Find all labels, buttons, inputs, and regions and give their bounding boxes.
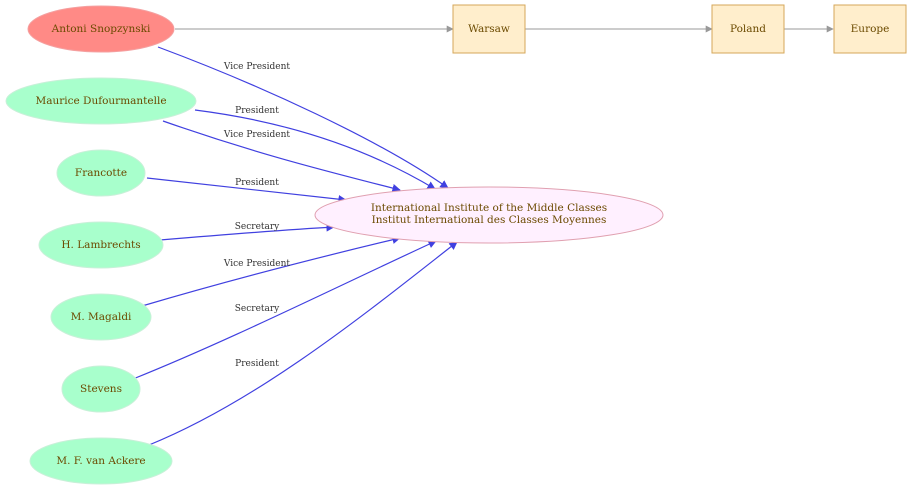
edge-magaldi-institute [141,235,401,307]
node-label-francotte: Francotte [75,167,127,179]
node-magaldi[interactable]: M. Magaldi [50,293,152,341]
node-francotte[interactable]: Francotte [56,149,146,197]
edge-maurice-institute-president [194,109,436,190]
edge-label-francotte: President [235,178,279,188]
node-label-antoni: Antoni Snopzynski [51,23,151,35]
node-antoni[interactable]: Antoni Snopzynski [27,5,175,53]
node-institute[interactable]: International Institute of the Middle Cl… [314,186,664,244]
node-poland[interactable]: Poland [711,4,785,54]
node-label-europe: Europe [851,23,890,35]
node-stevens[interactable]: Stevens [61,365,141,413]
role-edges [132,46,458,446]
node-label-poland: Poland [730,23,766,35]
edge-maurice-institute-vicepresident [162,120,401,193]
edge-label-antoni: Vice President [223,62,291,72]
node-label-institute-line2: Institut International des Classes Moyen… [372,214,607,226]
edge-label-stevens: Secretary [235,304,280,314]
edge-label-lambrechts: Secretary [235,222,280,232]
node-label-vanackere: M. F. van Ackere [56,455,145,467]
node-label-institute-line1: International Institute of the Middle Cl… [371,202,607,214]
node-label-maurice: Maurice Dufourmantelle [35,95,166,107]
node-label-magaldi: M. Magaldi [71,311,132,323]
edge-label-maurice-vicepresident: Vice President [223,130,291,140]
edge-lambrechts-institute [159,223,335,241]
node-lambrechts[interactable]: H. Lambrechts [38,221,164,269]
edge-stevens-institute [132,240,437,380]
node-vanackere[interactable]: M. F. van Ackere [29,437,173,485]
node-label-lambrechts: H. Lambrechts [61,239,140,251]
edge-labels: Vice President President Vice President … [223,62,291,369]
edge-francotte-institute [146,177,347,204]
edge-label-magaldi: Vice President [223,259,291,269]
edge-antoni-institute [157,46,449,189]
node-label-warsaw: Warsaw [468,23,510,35]
edge-vanackere-institute [148,241,458,446]
node-maurice[interactable]: Maurice Dufourmantelle [5,77,197,125]
node-label-stevens: Stevens [80,383,122,395]
node-warsaw[interactable]: Warsaw [452,4,526,54]
edge-label-maurice-president: President [235,106,279,116]
edge-label-vanackere: President [235,359,279,369]
node-europe[interactable]: Europe [833,4,907,54]
